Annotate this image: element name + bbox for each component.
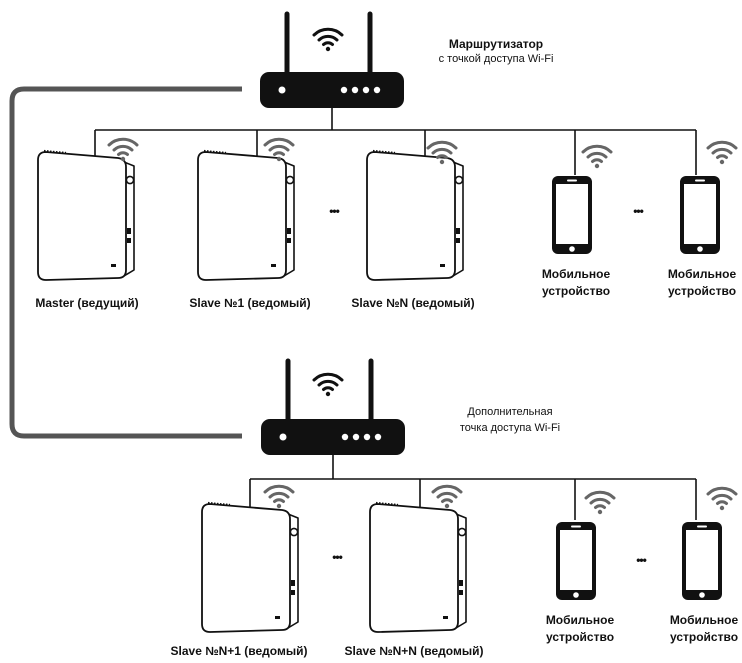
- wifi-icon-slaveN1: [263, 484, 295, 510]
- extra-router-wifi-icon: [312, 372, 344, 398]
- label-mobile-top-2-line1: Мобильное: [667, 267, 737, 281]
- label-mobile-bottom-2-line2: устройство: [669, 630, 739, 644]
- heater-slaveN-icon: [365, 149, 465, 282]
- label-mobile-bottom-1-line1: Мобильное: [545, 613, 615, 627]
- label-slaveN: Slave №N (ведомый): [351, 296, 475, 310]
- ellipsis-top-phones: •••: [633, 204, 644, 218]
- wifi-icon-phone-bottom-1: [584, 490, 616, 516]
- heater-master-icon: [36, 149, 136, 282]
- heater-slaveN1-icon: [200, 501, 300, 634]
- extra-router-line2: точка доступа Wi-Fi: [459, 422, 561, 434]
- heater-slaveNN-icon: [368, 501, 468, 634]
- ellipsis-top-heaters: •••: [329, 204, 340, 218]
- label-mobile-bottom-2-line1: Мобильное: [669, 613, 739, 627]
- wifi-icon-slaveNN: [431, 484, 463, 510]
- phone-top-2-icon: [680, 176, 720, 254]
- ellipsis-bottom-heaters: •••: [332, 550, 343, 564]
- main-router-wifi-icon: [312, 27, 344, 53]
- label-mobile-top-2-line2: устройство: [667, 284, 737, 298]
- label-mobile-top-1-line2: устройство: [541, 284, 611, 298]
- label-master: Master (ведущий): [35, 296, 139, 310]
- bottom-bus-lines: [249, 455, 697, 520]
- main-router-icon: [260, 14, 404, 108]
- router-backhaul-link: [9, 86, 242, 439]
- top-bus-lines: [94, 108, 697, 175]
- label-mobile-bottom-1-line2: устройство: [545, 630, 615, 644]
- label-slaveNN: Slave №N+N (ведомый): [344, 644, 484, 658]
- phone-bottom-2-icon: [682, 522, 722, 600]
- extra-router-line1: Дополнительная: [467, 406, 553, 418]
- heater-slave1-icon: [196, 149, 296, 282]
- label-slaveN1: Slave №N+1 (ведомый): [170, 644, 308, 658]
- wifi-icon-phone-top-2: [706, 140, 738, 166]
- main-router-subtitle: с точкой доступа Wi-Fi: [438, 53, 554, 65]
- main-router-title: Маршрутизатор: [448, 37, 544, 51]
- wifi-icon-phone-bottom-2: [706, 486, 738, 512]
- label-mobile-top-1-line1: Мобильное: [541, 267, 611, 281]
- phone-top-1-icon: [552, 176, 592, 254]
- label-slave1: Slave №1 (ведомый): [189, 296, 311, 310]
- phone-bottom-1-icon: [556, 522, 596, 600]
- wifi-icon-phone-top-1: [581, 144, 613, 170]
- ellipsis-bottom-phones: •••: [636, 553, 647, 567]
